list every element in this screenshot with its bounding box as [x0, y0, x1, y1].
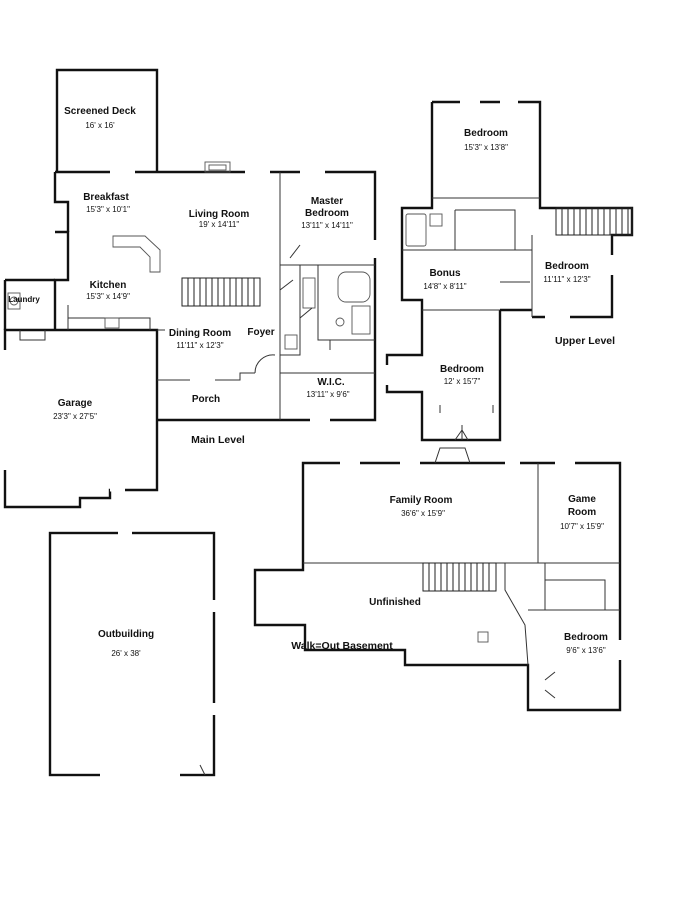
upper-stairs — [555, 207, 633, 236]
basement-level-title: Walk=Out Basement — [291, 640, 393, 652]
wic-dims: 13'11" x 9'6" — [306, 390, 349, 399]
game-room-label-2: Room — [568, 507, 596, 518]
dining-room-label: Dining Room — [169, 328, 231, 339]
upper-bedroom-right-dims: 11'11" x 12'3" — [543, 275, 590, 284]
main-level-walls — [3, 68, 377, 509]
breakfast-dims: 15'3" x 10'1" — [86, 205, 130, 214]
basement-bedroom-label: Bedroom — [564, 632, 608, 643]
living-room-label: Living Room — [189, 209, 250, 220]
upper-level-windows — [385, 100, 614, 385]
upper-bedroom-right-label: Bedroom — [545, 261, 589, 272]
upper-bedroom-top-dims: 15'3" x 13'8" — [464, 143, 508, 152]
basement-walls — [253, 447, 622, 712]
living-room-dims: 19' x 14'11" — [199, 220, 240, 229]
upper-bedroom-top-label: Bedroom — [464, 128, 508, 139]
main-stairs — [181, 277, 261, 307]
screened-deck-label: Screened Deck — [64, 106, 136, 117]
laundry-label: Laundry — [8, 295, 40, 304]
outbuilding-dims: 26' x 38' — [111, 649, 141, 658]
family-room-dims: 36'6" x 15'9" — [401, 509, 445, 518]
master-bedroom-dims: 13'11" x 14'11" — [301, 221, 353, 230]
foyer-label: Foyer — [247, 327, 274, 338]
main-level-windows — [3, 170, 377, 492]
upper-bedroom-bottom-label: Bedroom — [440, 364, 484, 375]
kitchen-label: Kitchen — [90, 280, 127, 291]
game-room-label-1: Game — [568, 494, 596, 505]
upper-level-title: Upper Level — [555, 335, 615, 347]
basement-windows — [340, 461, 622, 660]
bonus-label: Bonus — [429, 268, 461, 279]
outbuilding-label: Outbuilding — [98, 629, 154, 640]
garage-dims: 23'3" x 27'5" — [53, 412, 97, 421]
game-room-dims: 10'7" x 15'9" — [560, 522, 604, 531]
master-bedroom-label-1: Master — [311, 196, 343, 207]
upper-level-walls — [385, 100, 634, 442]
dining-room-dims: 11'11" x 12'3" — [176, 341, 223, 350]
breakfast-label: Breakfast — [83, 192, 129, 203]
basement-stairs — [422, 562, 497, 592]
bonus-dims: 14'8" x 8'11" — [423, 282, 466, 291]
upper-bedroom-bottom-dims: 12' x 15'7" — [444, 377, 481, 386]
family-room-label: Family Room — [390, 495, 453, 506]
main-level-title: Main Level — [191, 434, 245, 446]
basement-bedroom-dims: 9'6" x 13'6" — [566, 646, 606, 655]
wic-label: W.I.C. — [317, 377, 344, 388]
screened-deck-dims: 16' x 16' — [85, 121, 115, 130]
porch-label: Porch — [192, 394, 220, 405]
kitchen-dims: 15'3" x 14'9" — [86, 292, 130, 301]
outbuilding-walls — [48, 531, 216, 777]
unfinished-label: Unfinished — [369, 597, 421, 608]
garage-label: Garage — [58, 398, 93, 409]
master-bedroom-label-2: Bedroom — [305, 208, 349, 219]
